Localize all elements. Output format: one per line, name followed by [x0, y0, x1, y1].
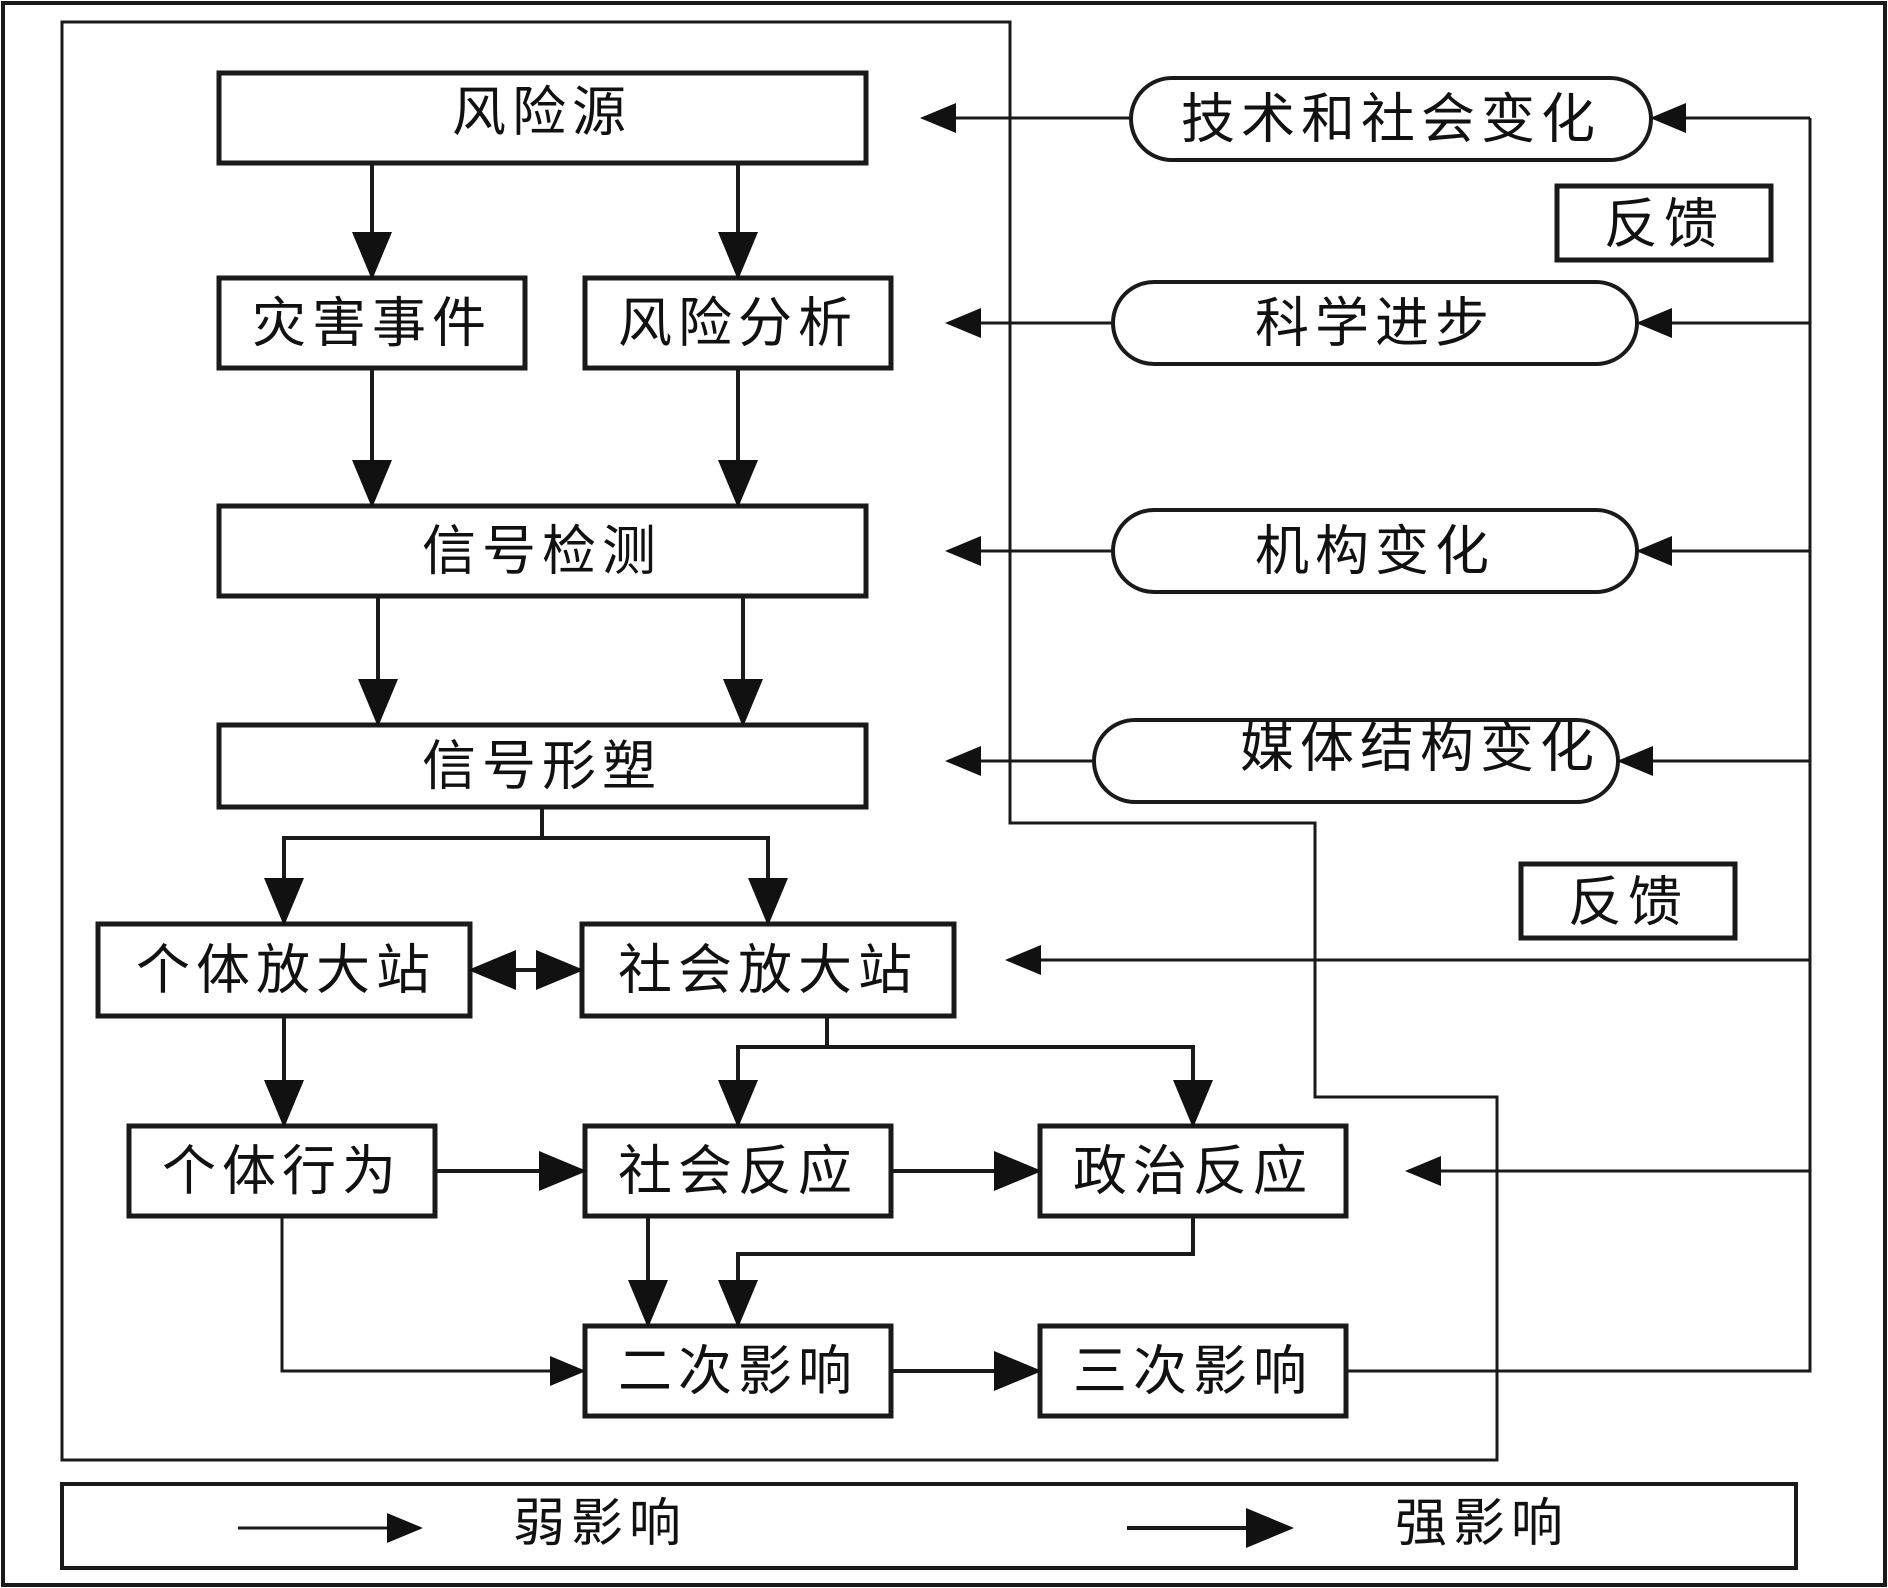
ext-tech-social-change-label: 技术和社会变化: [1181, 88, 1601, 151]
feedback-bottom-text: 反馈: [1568, 871, 1688, 934]
arrow-social-station-to-political-response: [827, 1045, 1213, 1128]
arrow-shaping-to-stations: [264, 807, 544, 926]
feedback-label-top: 反馈: [1554, 183, 1774, 263]
legend-strong-label: 强影响: [1395, 1494, 1569, 1554]
arrow-social-station-to-social-response: [718, 1016, 829, 1128]
node-hazard-event-label: 灾害事件: [252, 292, 492, 355]
node-tertiary-impact: 三次影响: [1037, 1323, 1349, 1419]
ext-tech-social-change: 技术和社会变化: [1129, 76, 1653, 162]
feedback-trunk: [1346, 118, 1812, 1373]
node-signal-shaping: 信号形塑: [216, 722, 869, 810]
system-boundary: [60, 20, 1499, 1462]
node-individual-station-label: 个体放大站: [136, 939, 436, 1002]
node-hazard-event: 灾害事件: [216, 275, 528, 371]
ext-media-structure-change-label: 媒体结构变化: [1240, 717, 1600, 780]
node-individual-behavior: 个体行为: [126, 1123, 438, 1219]
legend-box: [60, 1482, 1798, 1570]
arrow-shaping-to-social-station: [542, 836, 788, 926]
node-risk-analysis-label: 风险分析: [618, 292, 858, 355]
feedback-top-text: 反馈: [1604, 193, 1724, 256]
node-social-response-label: 社会反应: [618, 1140, 858, 1203]
ext-institutional-change: 机构变化: [1111, 508, 1639, 594]
ext-science-progress-label: 科学进步: [1255, 292, 1495, 355]
node-risk-source-label: 风险源: [452, 81, 632, 144]
node-signal-detection-label: 信号检测: [422, 520, 662, 583]
node-tertiary-impact-label: 三次影响: [1073, 1340, 1313, 1403]
node-individual-station: 个体放大站: [95, 921, 473, 1019]
feedback-label-bottom: 反馈: [1518, 861, 1738, 941]
arrow-political-response-to-secondary: [718, 1216, 1195, 1328]
node-social-response: 社会反应: [582, 1123, 894, 1219]
ext-institutional-change-label: 机构变化: [1255, 520, 1495, 583]
node-signal-shaping-label: 信号形塑: [422, 735, 662, 798]
node-secondary-impact-label: 二次影响: [618, 1340, 858, 1403]
legend-weak-label: 弱影响: [513, 1494, 687, 1554]
node-political-response-label: 政治反应: [1073, 1140, 1313, 1203]
node-risk-analysis: 风险分析: [582, 275, 894, 371]
node-signal-detection: 信号检测: [216, 503, 869, 599]
node-individual-behavior-label: 个体行为: [162, 1140, 402, 1203]
node-social-station-label: 社会放大站: [618, 939, 918, 1002]
ext-science-progress: 科学进步: [1111, 280, 1639, 366]
node-social-station: 社会放大站: [579, 921, 957, 1019]
node-secondary-impact: 二次影响: [582, 1323, 894, 1419]
node-political-response: 政治反应: [1037, 1123, 1349, 1219]
ext-media-structure-change: 媒体结构变化: [1092, 717, 1620, 804]
arrow-behavior-to-secondary: [280, 1216, 586, 1386]
node-risk-source: 风险源: [216, 70, 869, 166]
